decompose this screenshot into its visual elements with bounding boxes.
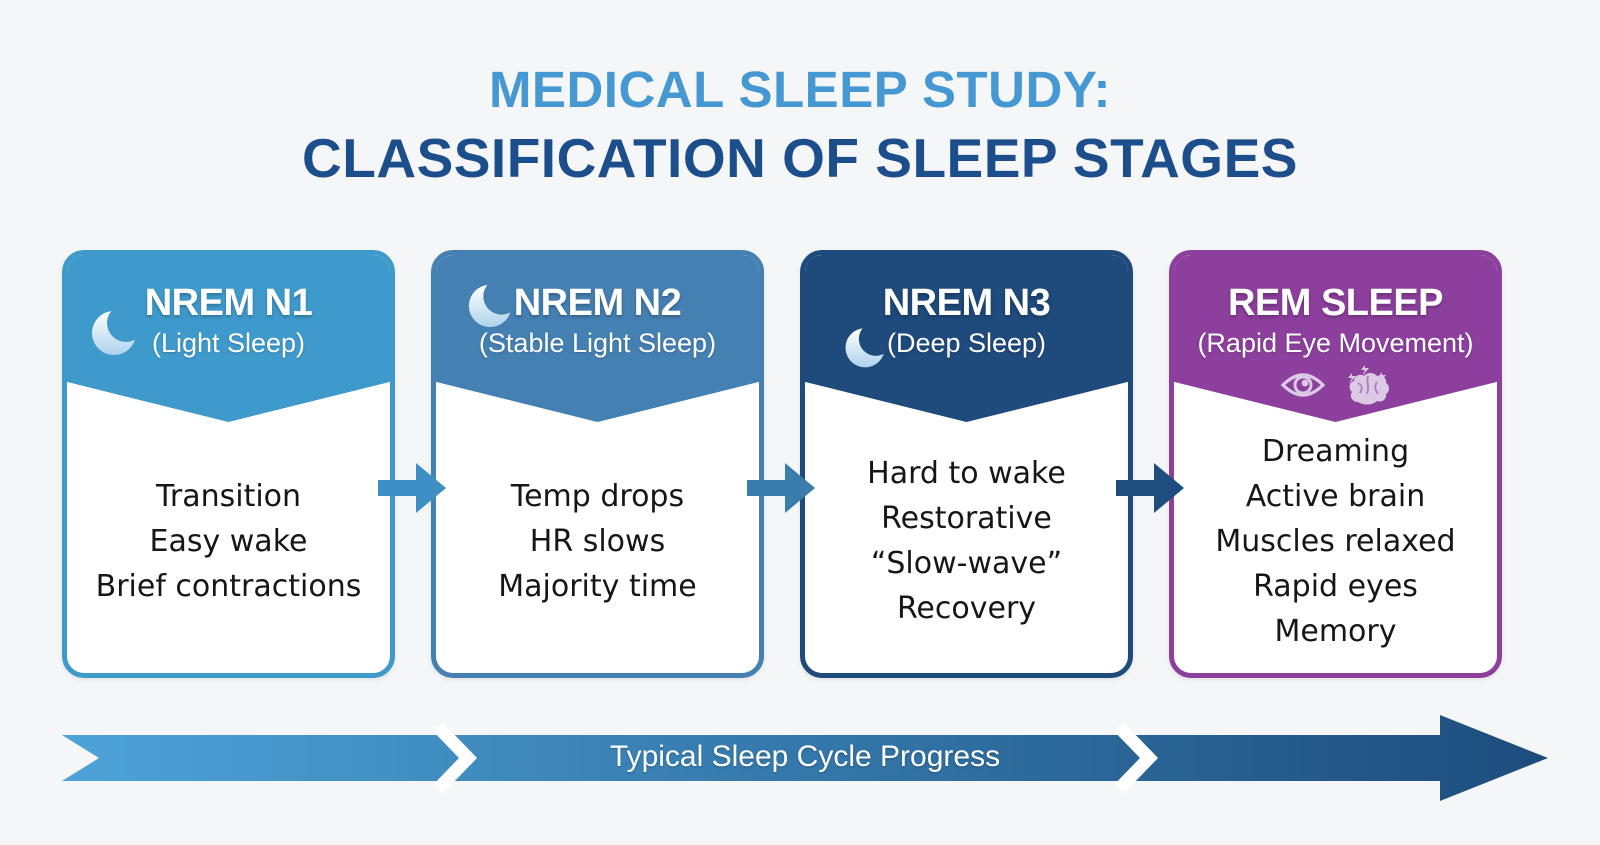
stage-card-rem: REM SLEEP (Rapid Eye Movement) xyxy=(1169,250,1502,678)
stage-subtitle: (Light Sleep) xyxy=(151,328,306,358)
stage-title: NREM N1 xyxy=(144,282,313,324)
stage-point: Muscles relaxed xyxy=(1215,523,1456,559)
stage-title: REM SLEEP xyxy=(1227,282,1444,324)
rem-icons xyxy=(1280,363,1392,412)
eye-icon xyxy=(1280,369,1326,406)
moon-icon xyxy=(87,303,143,364)
stage-points: Temp drops HR slows Majority time xyxy=(436,423,759,673)
arrow-right-icon xyxy=(378,463,448,513)
arrow-right-icon xyxy=(1116,463,1186,513)
stage-title: NREM N2 xyxy=(513,282,682,324)
stage-cards-row: NREM N1 (Light Sleep) Transition Easy wa… xyxy=(62,250,1502,678)
stage-points: Hard to wake Restorative “Slow-wave” Rec… xyxy=(805,423,1128,673)
stage-point: Majority time xyxy=(498,568,697,604)
moon-icon xyxy=(464,277,518,336)
card-header: NREM N3 (Deep Sleep) xyxy=(805,255,1128,422)
stage-card-nrem-n1: NREM N1 (Light Sleep) Transition Easy wa… xyxy=(62,250,395,678)
progress-arrow-ribbon xyxy=(62,715,1548,801)
brain-icon xyxy=(1344,363,1392,412)
stage-point: Temp drops xyxy=(510,478,685,514)
stage-points: Dreaming Active brain Muscles relaxed Ra… xyxy=(1174,423,1497,673)
page-title-line1: MEDICAL SLEEP STUDY: xyxy=(488,61,1112,118)
card-header: REM SLEEP (Rapid Eye Movement) xyxy=(1174,255,1497,422)
card-header: NREM N2 (Stable Light Sleep) xyxy=(436,255,759,422)
stage-point: HR slows xyxy=(529,523,666,559)
stage-point: Restorative xyxy=(881,501,1052,536)
arrow-right-icon xyxy=(747,463,817,513)
banner-label: Typical Sleep Cycle Progress xyxy=(609,740,1001,773)
stage-subtitle: (Rapid Eye Movement) xyxy=(1197,328,1474,358)
stage-point: Hard to wake xyxy=(867,456,1066,491)
stage-subtitle: (Deep Sleep) xyxy=(886,328,1047,358)
stage-subtitle: (Stable Light Sleep) xyxy=(478,328,717,358)
stage-point: Rapid eyes xyxy=(1253,568,1418,604)
stage-card-nrem-n3: NREM N3 (Deep Sleep) Hard to wake Restor… xyxy=(800,250,1133,678)
sleep-cycle-progress-banner: Typical Sleep Cycle Progress xyxy=(0,700,1600,815)
stage-point: Transition xyxy=(155,478,302,514)
stage-point: Brief contractions xyxy=(95,568,362,604)
page-title: MEDICAL SLEEP STUDY: CLASSIFICATION OF S… xyxy=(0,60,1600,190)
moon-icon xyxy=(841,321,891,376)
stage-point: Recovery xyxy=(896,591,1037,626)
page-title-line2: CLASSIFICATION OF SLEEP STAGES xyxy=(302,127,1298,189)
stage-point: Active brain xyxy=(1245,478,1426,514)
stage-point: Dreaming xyxy=(1261,433,1410,469)
stage-point: Easy wake xyxy=(149,523,308,559)
stage-card-nrem-n2: NREM N2 (Stable Light Sleep) Temp drops … xyxy=(431,250,764,678)
stage-point: “Slow-wave” xyxy=(870,546,1063,581)
stage-title: NREM N3 xyxy=(882,282,1051,324)
stage-point: Memory xyxy=(1274,613,1397,649)
stage-points: Transition Easy wake Brief contractions xyxy=(67,423,390,673)
